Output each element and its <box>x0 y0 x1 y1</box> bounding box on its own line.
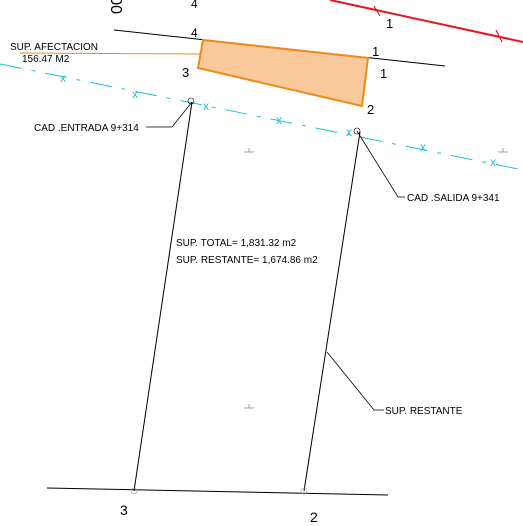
vertex-label-3: 3 <box>182 65 189 80</box>
road-tick <box>373 5 381 17</box>
cad-entrada-label: CAD .ENTRADA 9+314 <box>34 123 139 134</box>
bottom-boundary-line <box>46 487 389 496</box>
sup-afectacion-title: SUP. AFECTACION <box>10 42 98 53</box>
road-tick <box>495 29 503 43</box>
sup-restante-tag: SUP. RESTANTE <box>385 406 463 417</box>
crosshair-marker <box>244 148 254 153</box>
fence-mark: x <box>276 113 282 127</box>
cad-salida-label: CAD .SALIDA 9+341 <box>407 193 500 204</box>
cad-salida-leader <box>356 130 405 198</box>
sup-afectacion-value: 156.47 M2 <box>22 54 70 65</box>
vertex-circle <box>130 487 138 495</box>
sup-restante-leader <box>326 351 384 411</box>
vertex-label-1: 1 <box>372 44 379 59</box>
fence-mark: x <box>346 125 352 139</box>
vertex-label-1: 1 <box>380 66 387 81</box>
property-left-line <box>133 101 193 492</box>
vertex-circle <box>300 487 308 495</box>
vertex-circle <box>187 97 195 105</box>
fence-mark: x <box>490 155 496 169</box>
road-boundary-line <box>329 0 523 43</box>
vertex-label-4: 4 <box>191 0 198 11</box>
vertex-label-4: 4 <box>191 26 198 40</box>
afectacion-leader-line <box>19 52 202 55</box>
vertex-label-2: 2 <box>367 102 374 117</box>
road-name: 00 <box>109 0 126 14</box>
cad-entrada-leader <box>146 101 193 128</box>
vertex-label-1: 1 <box>386 16 393 31</box>
bottom-vertex-label-2: 2 <box>310 509 318 525</box>
fence-mark: x <box>420 140 426 154</box>
fence-mark: x <box>203 99 209 113</box>
bottom-vertex-label-3: 3 <box>120 502 128 518</box>
fence-mark: x <box>132 87 138 101</box>
crosshair-marker <box>498 148 508 153</box>
crosshair-marker <box>244 404 254 409</box>
property-right-line <box>303 131 361 492</box>
affected-area-polygon <box>196 38 370 108</box>
sup-total-text: SUP. TOTAL= 1,831.32 m2 <box>176 238 297 249</box>
vertex-circle <box>353 127 361 135</box>
fence-mark: x <box>60 71 66 85</box>
sup-restante-value-text: SUP. RESTANTE= 1,674.86 m2 <box>176 255 318 266</box>
